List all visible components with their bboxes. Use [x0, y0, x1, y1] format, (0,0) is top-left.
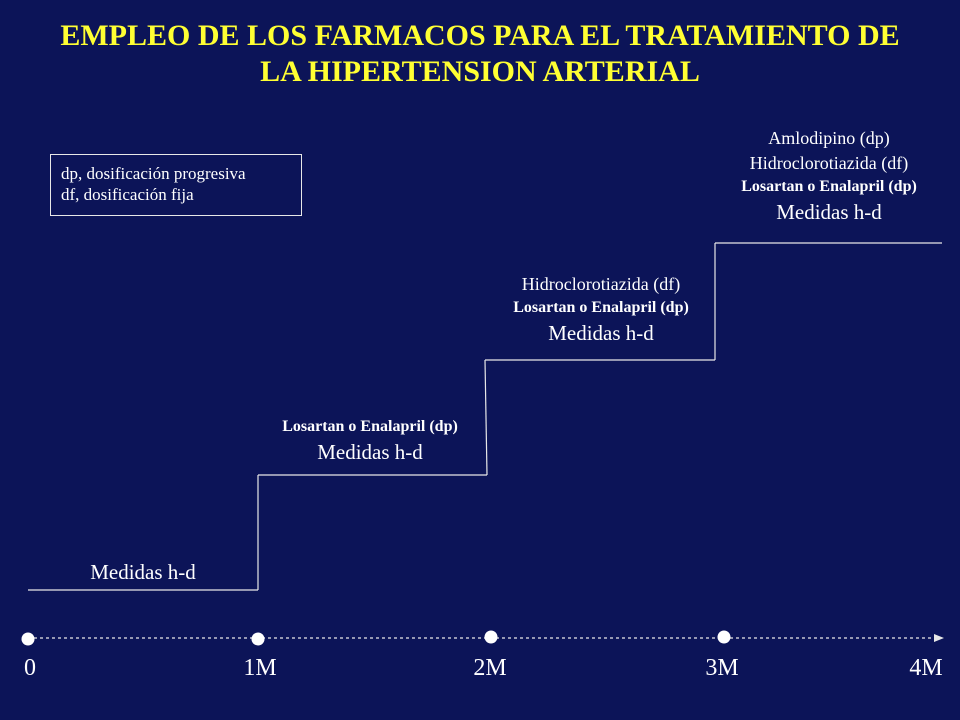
- timeline-dot-3M: [717, 630, 731, 644]
- legend-line-df: df, dosificación fija: [61, 185, 194, 204]
- timeline-dot-2M: [484, 630, 498, 644]
- timeline-dot-1M: [251, 632, 265, 646]
- step-2-losartan: Losartan o Enalapril (dp): [282, 418, 458, 435]
- tick-label-4M: 4M: [909, 655, 943, 681]
- step-2-label: Losartan o Enalapril (dp) Medidas h-d: [282, 416, 458, 466]
- page-title: EMPLEO DE LOS FARMACOS PARA EL TRATAMIEN…: [0, 18, 960, 90]
- step-1-label: Medidas h-d: [90, 558, 196, 586]
- timeline-dot-0: [21, 632, 35, 646]
- step-3-label: Hidroclorotiazida (df) Losartan o Enalap…: [513, 272, 689, 347]
- step-4-hidroclorotiazida: Hidroclorotiazida (df): [749, 153, 909, 173]
- step-4-amlodipino: Amlodipino (dp): [768, 128, 890, 148]
- legend-box: dp, dosificación progresiva df, dosifica…: [50, 154, 302, 216]
- step-4-label: Amlodipino (dp) Hidroclorotiazida (df) L…: [741, 126, 917, 226]
- tick-label-1M: 1M: [243, 655, 277, 681]
- tick-label-0: 0: [24, 655, 36, 681]
- legend-line-dp: dp, dosificación progresiva: [61, 164, 246, 183]
- step-3-medidas: Medidas h-d: [548, 321, 654, 345]
- step-1-medidas: Medidas h-d: [90, 560, 196, 584]
- title-line-1: EMPLEO DE LOS FARMACOS PARA EL TRATAMIEN…: [60, 19, 900, 52]
- step-4-medidas: Medidas h-d: [776, 200, 882, 224]
- step-3-losartan: Losartan o Enalapril (dp): [513, 299, 689, 316]
- step-3-hidroclorotiazida: Hidroclorotiazida (df): [521, 274, 681, 294]
- tick-label-3M: 3M: [705, 655, 739, 681]
- step-2-medidas: Medidas h-d: [317, 440, 423, 464]
- timeline-arrowhead: [934, 634, 944, 642]
- tick-label-2M: 2M: [473, 655, 507, 681]
- step-4-losartan: Losartan o Enalapril (dp): [741, 178, 917, 195]
- title-line-2: LA HIPERTENSION ARTERIAL: [260, 55, 700, 88]
- riser-2: [484, 359, 488, 476]
